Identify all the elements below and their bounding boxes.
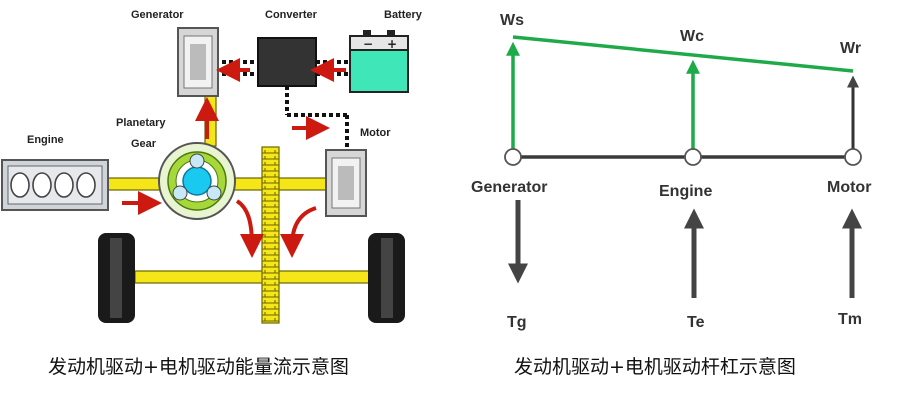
engine-unit [1, 159, 109, 211]
tg-label: Tg [507, 314, 527, 331]
right-caption: 发动机驱动+电机驱动杆杠示意图 [514, 356, 796, 378]
generator-label: Generator [131, 9, 184, 21]
engine-label: Engine [27, 134, 64, 146]
speed-line [512, 35, 854, 73]
motor-lever-label: Motor [827, 179, 872, 196]
planetary-gear [158, 142, 236, 220]
generator-unit [177, 27, 219, 97]
tm-label: Tm [838, 311, 862, 328]
engine-lever-label: Engine [659, 183, 713, 200]
planetary-gear-label-line2: Gear [131, 138, 157, 150]
ws-label: Ws [500, 12, 524, 29]
svg-text:−: − [363, 37, 373, 51]
battery-unit: − + [349, 30, 409, 93]
te-label: Te [687, 314, 705, 331]
energy-flow-arrows [122, 58, 346, 258]
left-caption: 发动机驱动+电机驱动能量流示意图 [48, 356, 349, 378]
converter-unit [257, 37, 317, 87]
wc-label: Wc [680, 28, 704, 45]
wr-label: Wr [840, 40, 862, 57]
generator-lever-label: Generator [471, 179, 548, 196]
motor-label: Motor [360, 127, 391, 139]
wheels [98, 233, 405, 323]
converter-label: Converter [265, 9, 317, 21]
battery-label: Battery [384, 9, 422, 21]
motor-pivot [844, 148, 862, 166]
gear-rack [261, 146, 280, 324]
svg-text:+: + [387, 37, 397, 51]
engine-pivot [684, 148, 702, 166]
planetary-gear-label-line1: Planetary [116, 117, 166, 129]
motor-unit [325, 149, 367, 217]
generator-pivot [504, 148, 522, 166]
